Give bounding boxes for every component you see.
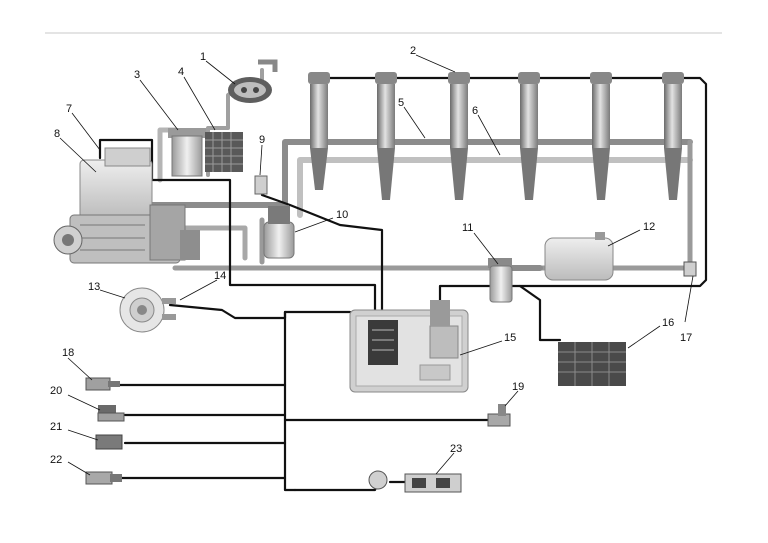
callout-9: 9 — [259, 134, 265, 146]
callout-12: 12 — [643, 221, 655, 233]
callout-labels: 1 2 3 4 5 6 7 8 9 10 11 12 13 14 15 16 1… — [50, 45, 692, 466]
component-sensor-21 — [95, 434, 123, 450]
callout-18: 18 — [62, 347, 74, 359]
callout-15: 15 — [504, 332, 516, 344]
component-battery — [558, 342, 626, 386]
callout-7: 7 — [66, 103, 72, 115]
callout-4: 4 — [178, 66, 184, 78]
injector-5 — [590, 72, 612, 200]
callout-14: 14 — [214, 270, 226, 282]
component-diagnostic-connector — [368, 470, 462, 493]
callout-1: 1 — [200, 51, 206, 63]
callout-6: 6 — [472, 105, 478, 117]
callout-17: 17 — [680, 332, 692, 344]
component-fuel-tank — [544, 232, 614, 281]
injector-6 — [662, 72, 684, 200]
callout-10: 10 — [336, 209, 348, 221]
callout-3: 3 — [134, 69, 140, 81]
injector-1 — [308, 72, 330, 190]
component-fuel-pressure-sensor — [254, 175, 268, 195]
callout-19: 19 — [512, 381, 524, 393]
component-speed-sensors — [162, 298, 176, 320]
component-junction-valve — [683, 261, 697, 277]
component-secondary-filter — [488, 258, 513, 303]
component-sensor-20 — [97, 405, 125, 422]
callout-16: 16 — [662, 317, 674, 329]
component-high-pressure-pump — [53, 147, 200, 264]
component-pressure-regulator — [263, 206, 295, 259]
callout-2: 2 — [410, 45, 416, 57]
component-sensor-18 — [85, 377, 120, 391]
callout-5: 5 — [398, 97, 404, 109]
callout-13: 13 — [88, 281, 100, 293]
component-priming-pump — [228, 59, 278, 103]
component-water-separator — [205, 132, 243, 172]
component-sensor-22 — [85, 471, 122, 485]
callout-20: 20 — [50, 385, 62, 397]
injector-3 — [448, 72, 470, 200]
component-ecm — [349, 300, 469, 393]
callout-23: 23 — [450, 443, 462, 455]
injector-group — [308, 72, 684, 200]
component-sensor-19 — [487, 404, 511, 427]
callout-11: 11 — [462, 222, 473, 234]
callout-21: 21 — [50, 421, 62, 433]
component-fuel-filter — [168, 128, 206, 177]
injector-2 — [375, 72, 397, 200]
callout-8: 8 — [54, 128, 60, 140]
injector-4 — [518, 72, 540, 200]
callout-22: 22 — [50, 454, 62, 466]
leader-lines — [59, 54, 694, 476]
component-timing-wheel — [119, 287, 165, 333]
